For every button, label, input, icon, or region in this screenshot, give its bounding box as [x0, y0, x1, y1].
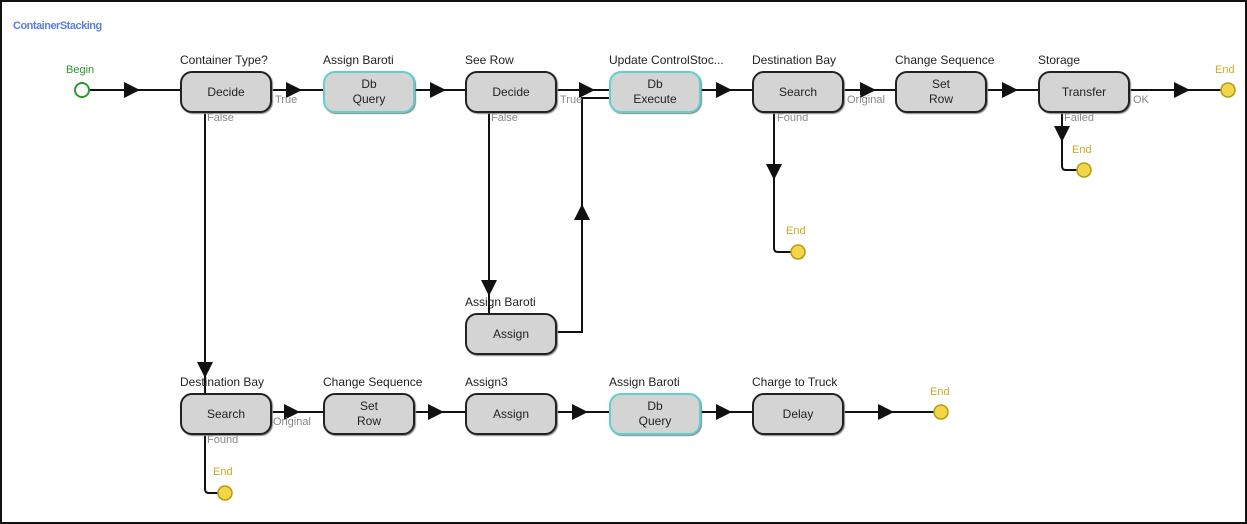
node-caption: Change Sequence	[895, 53, 995, 67]
workflow-step[interactable]: Delay	[752, 393, 844, 435]
port-true: True	[275, 94, 298, 106]
end-node	[933, 404, 949, 420]
end-label: End	[1072, 144, 1092, 156]
port-original: Original	[847, 94, 885, 106]
end-node	[217, 485, 233, 501]
step-type-label: Assign	[492, 326, 530, 341]
workflow-step[interactable]: Search	[180, 393, 272, 435]
step-type-label: Db	[361, 77, 377, 91]
node-caption: Destination Bay	[752, 53, 837, 67]
port-false: False	[491, 112, 518, 124]
node-caption: Storage	[1038, 53, 1081, 67]
step-type-label: Set	[359, 399, 378, 413]
workflow-step[interactable]: Assign	[465, 313, 557, 355]
end-node	[1220, 82, 1236, 98]
port-false: False	[207, 112, 234, 124]
node-caption: Update ControlStoc...	[609, 53, 724, 67]
node-caption: Change Sequence	[323, 375, 423, 389]
end-label: End	[1215, 64, 1235, 76]
workflow-step[interactable]: Assign	[465, 393, 557, 435]
step-type-label: Query	[638, 414, 672, 428]
diagram-title: ContainerStacking	[13, 20, 102, 32]
step-type-label: Delay	[782, 406, 814, 421]
port-ok: OK	[1133, 94, 1149, 106]
node-caption: Assign Baroti	[609, 375, 680, 389]
port-original: Original	[273, 416, 311, 428]
workflow-step[interactable]: Transfer	[1038, 71, 1130, 113]
end-label: End	[786, 225, 806, 237]
begin-label: Begin	[66, 64, 95, 76]
node-caption: Assign Baroti	[465, 295, 536, 309]
port-found: Found	[207, 434, 239, 446]
workflow-step[interactable]: Search	[752, 71, 844, 113]
step-type-label: Execute	[633, 92, 677, 106]
step-type-label: Transfer	[1061, 84, 1107, 99]
node-caption: Charge to Truck	[752, 375, 838, 389]
end-node	[790, 244, 806, 260]
port-true: True	[560, 94, 583, 106]
step-type-label: Row	[356, 414, 381, 428]
step-type-label: Db	[647, 399, 663, 413]
node-caption: Destination Bay	[180, 375, 265, 389]
node-caption: Assign Baroti	[323, 53, 394, 67]
node-caption: Assign3	[465, 375, 508, 389]
step-type-label: Decide	[207, 84, 245, 99]
step-type-label: Assign	[492, 406, 530, 421]
begin-node	[74, 82, 90, 98]
workflow-step[interactable]: Decide	[180, 71, 272, 113]
step-type-label: Set	[931, 77, 950, 91]
step-type-label: Search	[778, 84, 818, 99]
end-node	[1076, 162, 1092, 178]
step-type-label: Decide	[492, 84, 530, 99]
end-label: End	[213, 466, 233, 478]
end-label: End	[930, 386, 950, 398]
node-caption: See Row	[465, 53, 514, 67]
port-found: Found	[777, 112, 809, 124]
step-type-label: Db	[647, 77, 663, 91]
step-type-label: Query	[352, 92, 386, 106]
node-caption: Container Type?	[180, 53, 268, 67]
workflow-step[interactable]: Decide	[465, 71, 557, 113]
port-failed: Failed	[1064, 112, 1094, 124]
step-type-label: Row	[928, 92, 953, 106]
step-type-label: Search	[206, 406, 246, 421]
